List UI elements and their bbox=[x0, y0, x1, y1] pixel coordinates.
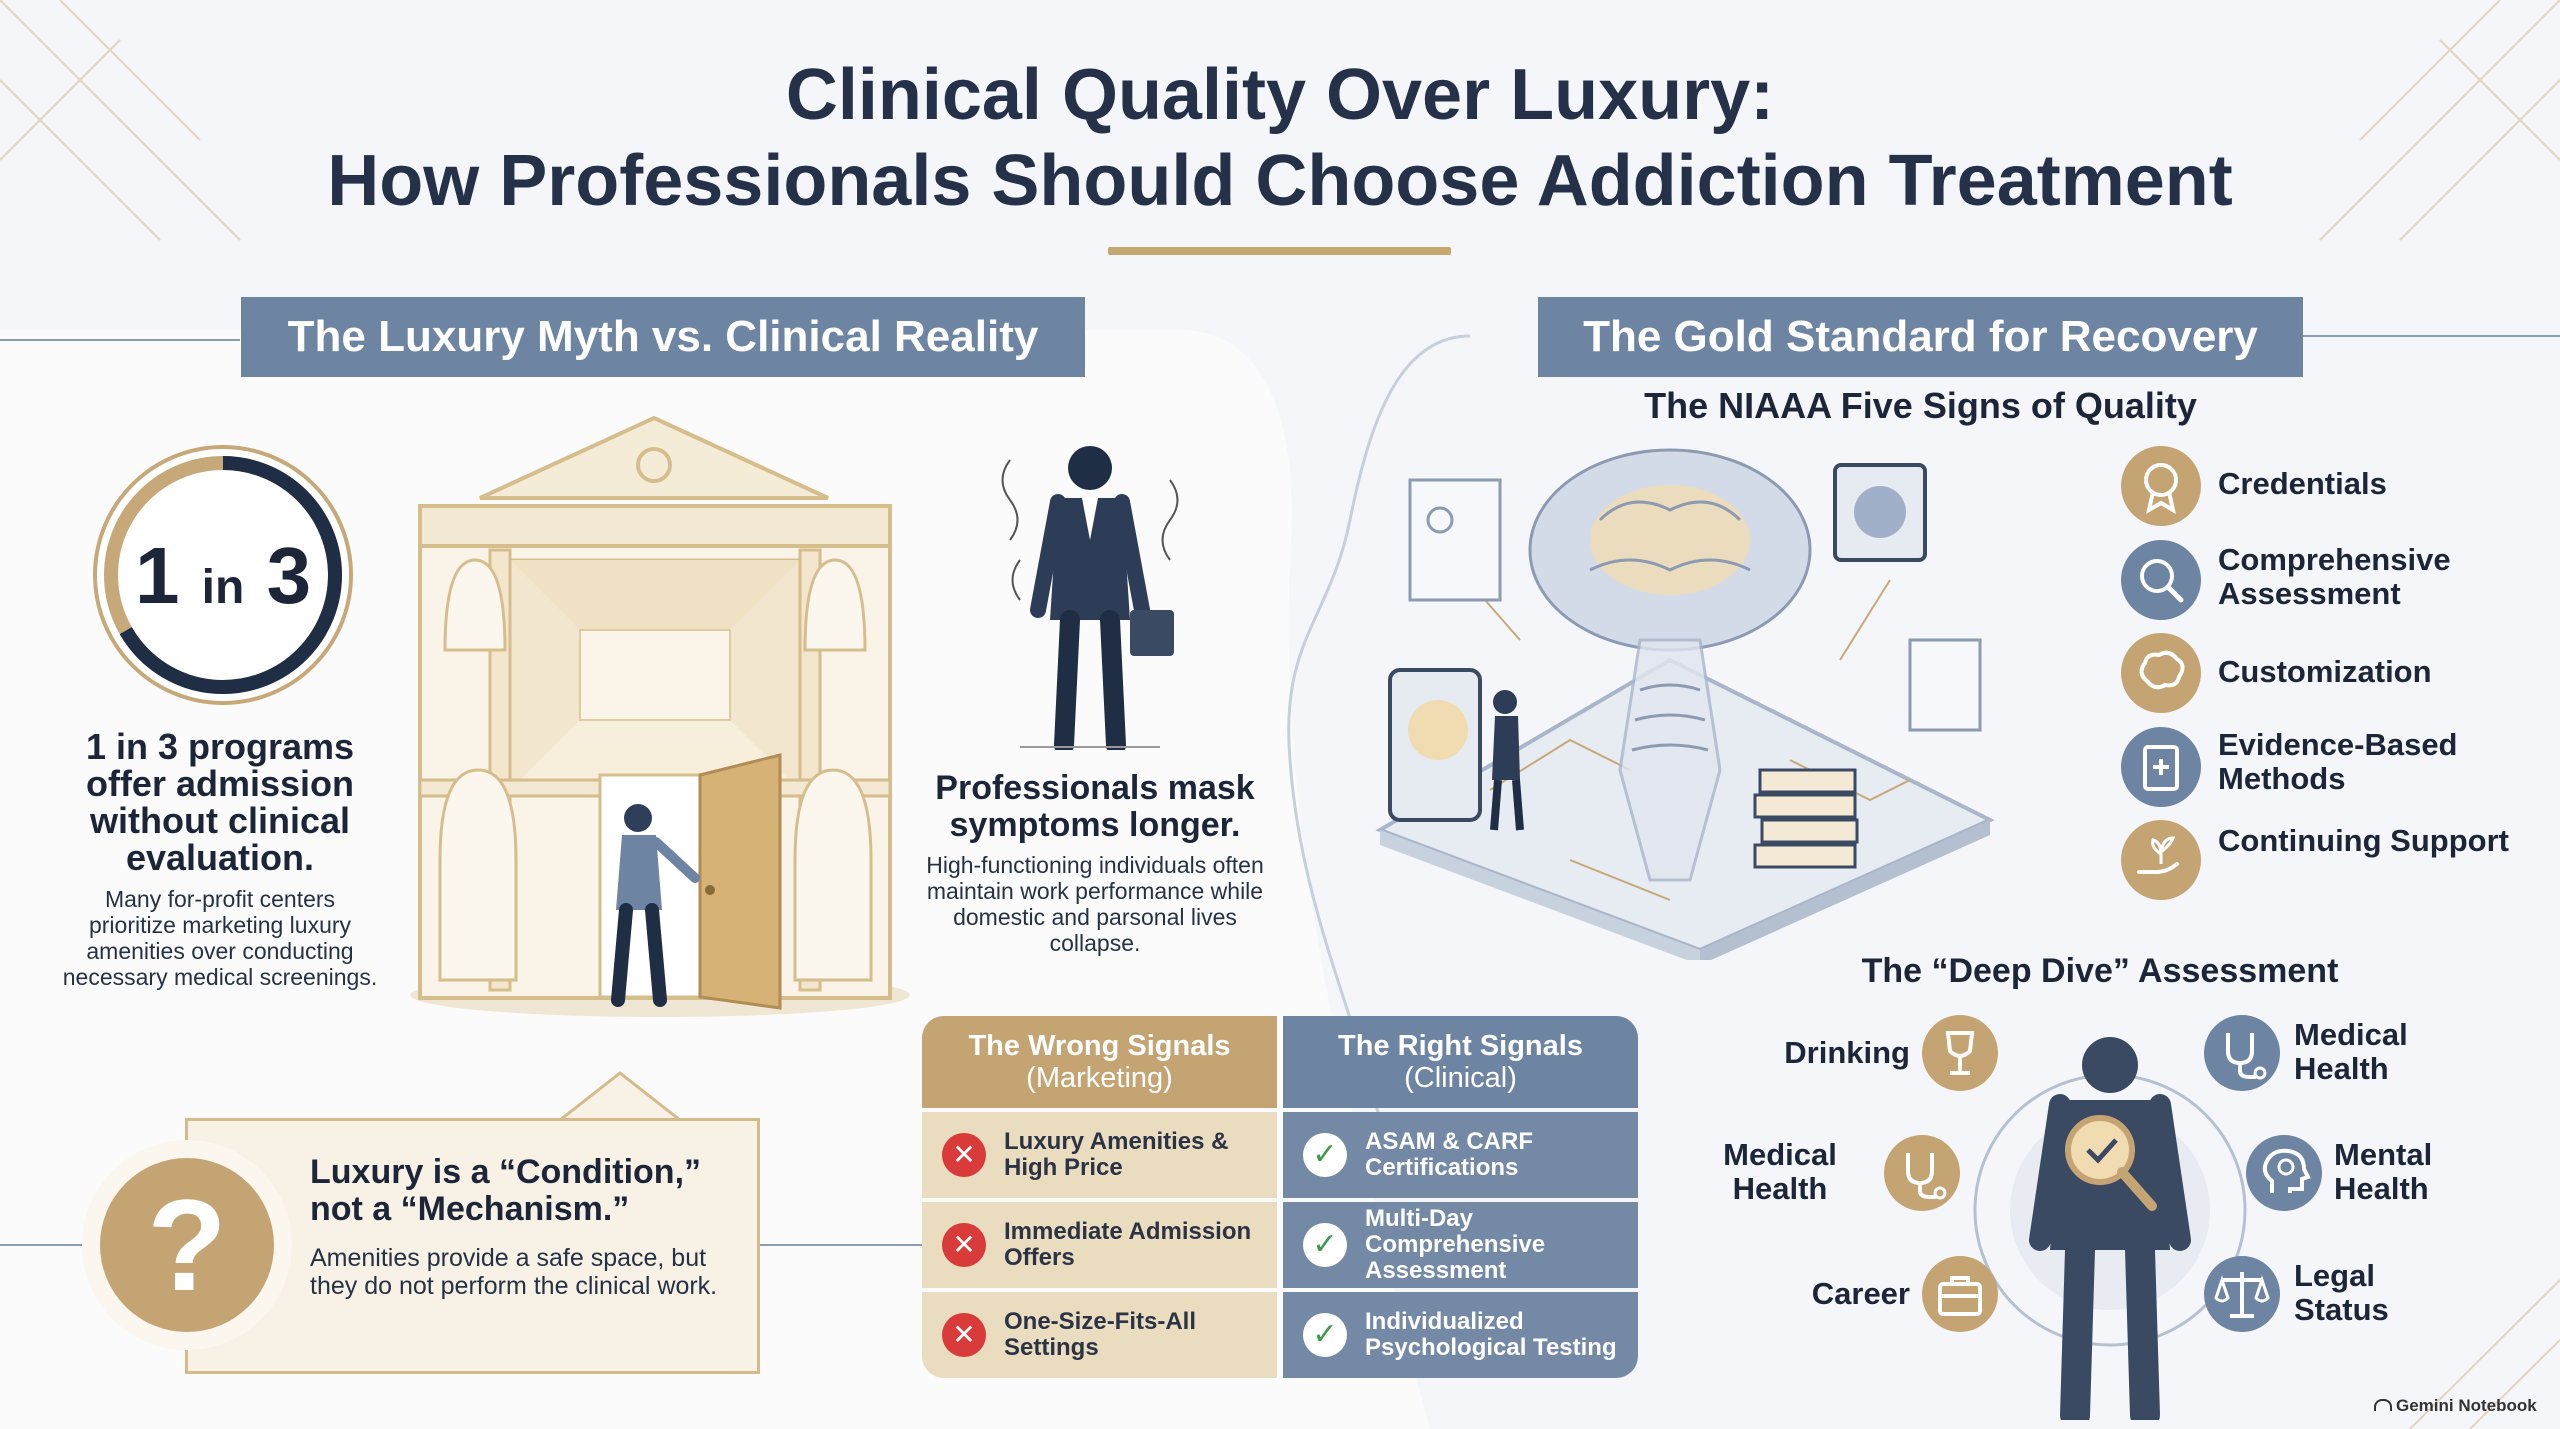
sign-label: Continuing Support bbox=[2218, 823, 2509, 858]
luxury-building-illustration bbox=[410, 415, 910, 1017]
check-circle-icon: ✓ bbox=[1303, 1313, 1347, 1357]
wrong-signals-subtitle: (Marketing) bbox=[1026, 1062, 1173, 1094]
watermark-text: Gemini Notebook bbox=[2396, 1396, 2537, 1415]
x-circle-icon: ✕ bbox=[942, 1223, 986, 1267]
sign-label: Customization bbox=[2218, 654, 2432, 689]
callout-detail: Amenities provide a safe space, but they… bbox=[310, 1244, 718, 1300]
wrong-signal-text: Luxury Amenities & High Price bbox=[1004, 1128, 1229, 1181]
check-circle-icon: ✓ bbox=[1303, 1223, 1347, 1267]
head-brain-icon bbox=[2246, 1135, 2322, 1211]
check-circle-icon: ✓ bbox=[1303, 1133, 1347, 1177]
question-mark-icon: ? bbox=[100, 1158, 274, 1332]
right-signal-text: Multi-Day Comprehensive Assessment bbox=[1365, 1205, 1546, 1284]
deep-dive-career: Career bbox=[1811, 1276, 1910, 1311]
right-signals-title: The Right Signals bbox=[1338, 1030, 1583, 1062]
stat-detail: Many for-profit centers prioritize marke… bbox=[62, 886, 378, 990]
wrong-signal-row: ✕ One-Size-Fits-All Settings bbox=[922, 1292, 1277, 1378]
deep-dive-person-figure bbox=[1973, 1037, 2247, 1420]
watermark: Gemini Notebook bbox=[2374, 1396, 2537, 1416]
right-signal-text: Individualized Psychological Testing bbox=[1365, 1308, 1617, 1361]
stethoscope-icon bbox=[1884, 1135, 1960, 1211]
brain-icon bbox=[2121, 633, 2201, 713]
wrong-signals-header: The Wrong Signals (Marketing) bbox=[922, 1016, 1277, 1108]
professionals-headline: Professionals mask symptoms longer. bbox=[935, 769, 1255, 844]
wrong-signal-row: ✕ Luxury Amenities & High Price bbox=[922, 1112, 1277, 1198]
luxury-myth-banner: The Luxury Myth vs. Clinical Reality bbox=[241, 297, 1085, 377]
right-signals-subtitle: (Clinical) bbox=[1404, 1062, 1517, 1094]
title-divider bbox=[1108, 247, 1451, 255]
clipboard-icon bbox=[2121, 727, 2201, 807]
wrong-signal-text: Immediate Admission Offers bbox=[1004, 1218, 1252, 1271]
stethoscope-icon bbox=[2204, 1015, 2280, 1091]
deep-dive-medical-right: Medical Health bbox=[2294, 1017, 2408, 1086]
stat-headline: 1 in 3 programs offer admission without … bbox=[85, 726, 355, 878]
magnifier-icon bbox=[2121, 540, 2201, 620]
ring-label: 1 in 3 bbox=[88, 530, 358, 622]
brain-platform-illustration bbox=[1375, 448, 1995, 960]
one-in-three-ring bbox=[93, 445, 353, 705]
wrong-signal-row: ✕ Immediate Admission Offers bbox=[922, 1202, 1277, 1288]
deep-dive-drinking: Drinking bbox=[1784, 1035, 1910, 1070]
stressed-professional-illustration bbox=[1001, 446, 1179, 750]
right-signal-row: ✓ Individualized Psychological Testing bbox=[1283, 1292, 1638, 1378]
deep-dive-medical-left: Medical Health bbox=[1723, 1137, 1837, 1206]
wrong-signals-title: The Wrong Signals bbox=[968, 1030, 1231, 1062]
ring-word: in bbox=[201, 561, 245, 614]
wine-glass-icon bbox=[1922, 1015, 1998, 1091]
ribbon-icon bbox=[2121, 446, 2201, 526]
right-signals-header: The Right Signals (Clinical) bbox=[1283, 1016, 1638, 1108]
notebook-logo-icon bbox=[2374, 1399, 2392, 1411]
wrong-signal-text: One-Size-Fits-All Settings bbox=[1004, 1308, 1197, 1361]
right-signal-row: ✓ Multi-Day Comprehensive Assessment bbox=[1283, 1202, 1638, 1288]
hand-plant-icon bbox=[2121, 820, 2201, 900]
deep-dive-mental: Mental Health bbox=[2334, 1137, 2433, 1206]
page-title-line-2: How Professionals Should Choose Addictio… bbox=[327, 141, 2233, 221]
gold-standard-banner: The Gold Standard for Recovery bbox=[1538, 297, 2303, 377]
deep-dive-legal: Legal Status bbox=[2294, 1258, 2389, 1327]
callout-headline: Luxury is a “Condition,” not a “Mechanis… bbox=[310, 1153, 702, 1228]
ring-number-a: 1 bbox=[134, 531, 180, 620]
callout-pointer bbox=[560, 1071, 680, 1122]
scales-icon bbox=[2204, 1256, 2280, 1332]
x-circle-icon: ✕ bbox=[942, 1133, 986, 1177]
right-signal-row: ✓ ASAM & CARF Certifications bbox=[1283, 1112, 1638, 1198]
deep-dive-title: The “Deep Dive” Assessment bbox=[1861, 952, 2339, 990]
sign-label: Credentials bbox=[2218, 466, 2387, 501]
page-title-line-1: Clinical Quality Over Luxury: bbox=[785, 55, 1775, 135]
briefcase-icon bbox=[1922, 1256, 1998, 1332]
right-signal-text: ASAM & CARF Certifications bbox=[1365, 1128, 1533, 1181]
x-circle-icon: ✕ bbox=[942, 1313, 986, 1357]
sign-label: Comprehensive Assessment bbox=[2218, 542, 2451, 611]
professionals-detail: High-functioning individuals often maint… bbox=[926, 852, 1264, 956]
sign-label: Evidence-Based Methods bbox=[2218, 727, 2458, 796]
niaaa-title: The NIAAA Five Signs of Quality bbox=[1644, 385, 2197, 426]
ring-number-b: 3 bbox=[266, 531, 312, 620]
